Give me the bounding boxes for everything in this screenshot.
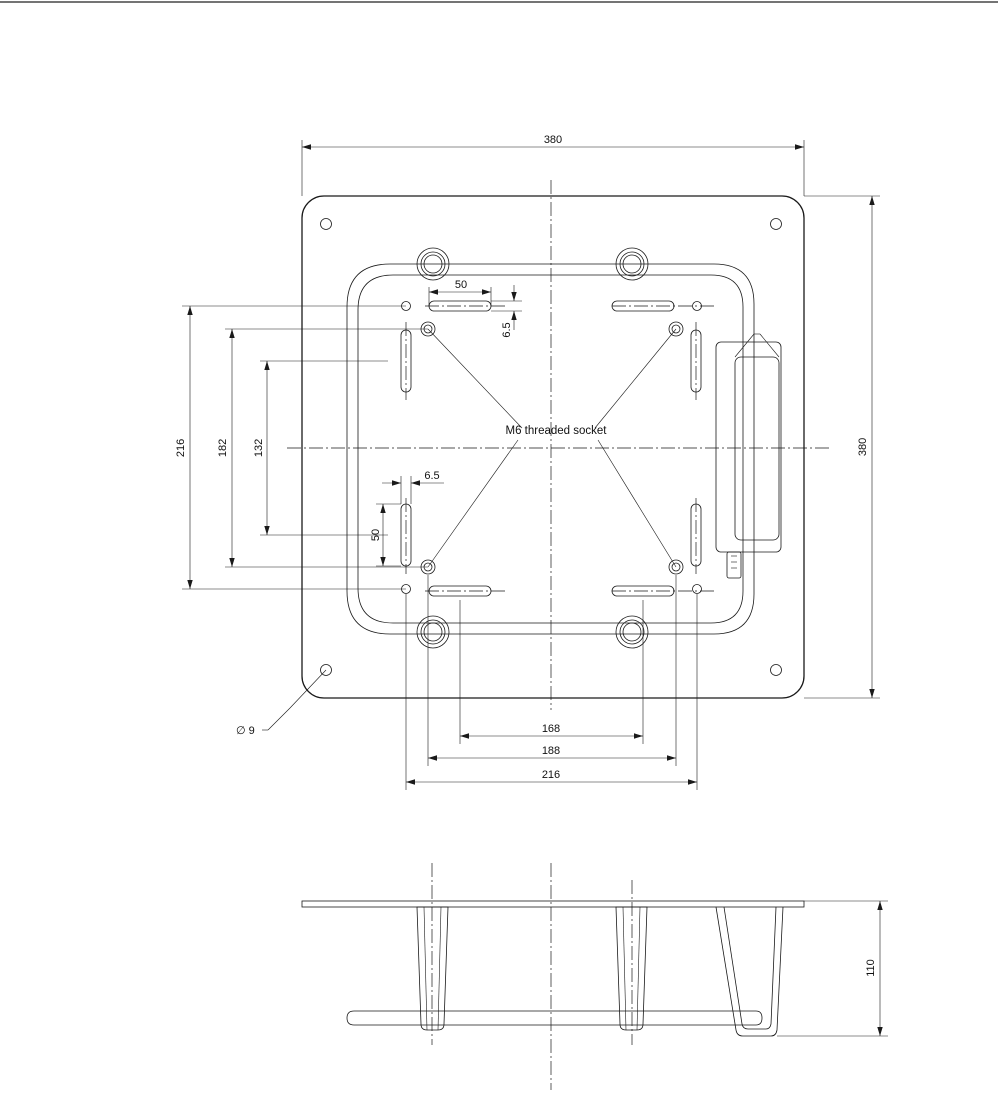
hole-diameter-label: ∅ 9 <box>236 725 255 737</box>
handle-link <box>760 334 779 357</box>
standoff-edge <box>424 907 427 1030</box>
dim-slot-width-left: 6.5 <box>382 470 444 504</box>
standoff-boss <box>417 616 449 648</box>
mounting-hole <box>771 219 782 230</box>
handle-housing <box>716 342 781 552</box>
dim-width-overall: 380 <box>302 134 804 196</box>
side-standoff <box>616 907 647 1030</box>
svg-text:50: 50 <box>370 529 382 541</box>
leader-line <box>595 329 676 428</box>
svg-text:216: 216 <box>175 439 187 457</box>
svg-text:188: 188 <box>542 745 560 757</box>
side-plate <box>302 901 804 907</box>
side-tube <box>347 1011 762 1025</box>
mounting-hole <box>321 219 332 230</box>
slot <box>401 504 411 566</box>
svg-text:6.5: 6.5 <box>501 322 513 337</box>
slot <box>691 504 701 566</box>
svg-text:182: 182 <box>217 439 229 457</box>
mounting-hole <box>771 665 782 676</box>
standoff-edge <box>623 907 626 1030</box>
side-view: 110 <box>302 863 888 1090</box>
dim-height-216: 216 <box>175 306 406 589</box>
svg-text:216: 216 <box>542 769 560 781</box>
dim-slot-width-top: 6.5 <box>491 285 522 338</box>
svg-text:380: 380 <box>857 438 869 456</box>
tube-frame-outer <box>347 264 754 634</box>
small-hole <box>693 585 702 594</box>
standoff-edge <box>637 907 640 1030</box>
leader-line <box>428 329 522 428</box>
svg-text:50: 50 <box>455 279 467 291</box>
dim-side-height: 110 <box>777 901 888 1036</box>
svg-text:110: 110 <box>865 959 877 977</box>
dim-slot-length: 50 <box>429 279 491 306</box>
dim-height-overall: 380 <box>804 196 880 698</box>
svg-text:6.5: 6.5 <box>424 470 439 482</box>
tube-frame-inner <box>358 275 743 623</box>
svg-text:380: 380 <box>544 134 562 146</box>
leader-line <box>290 670 326 708</box>
leader-line <box>598 440 676 567</box>
dim-width-188: 188 <box>428 575 676 766</box>
svg-text:132: 132 <box>253 439 265 457</box>
svg-text:168: 168 <box>542 723 560 735</box>
handle-link <box>735 334 754 357</box>
leader-line <box>428 440 518 567</box>
side-standoff <box>417 907 448 1030</box>
standoff-edge <box>438 907 441 1030</box>
top-view: M6 threaded socket ∅ 9 380 380 50 <box>175 134 880 790</box>
handle-grip <box>735 357 779 540</box>
leader-line <box>268 708 290 730</box>
dim-width-168: 168 <box>460 600 643 744</box>
socket-label: M6 threaded socket <box>505 425 607 437</box>
